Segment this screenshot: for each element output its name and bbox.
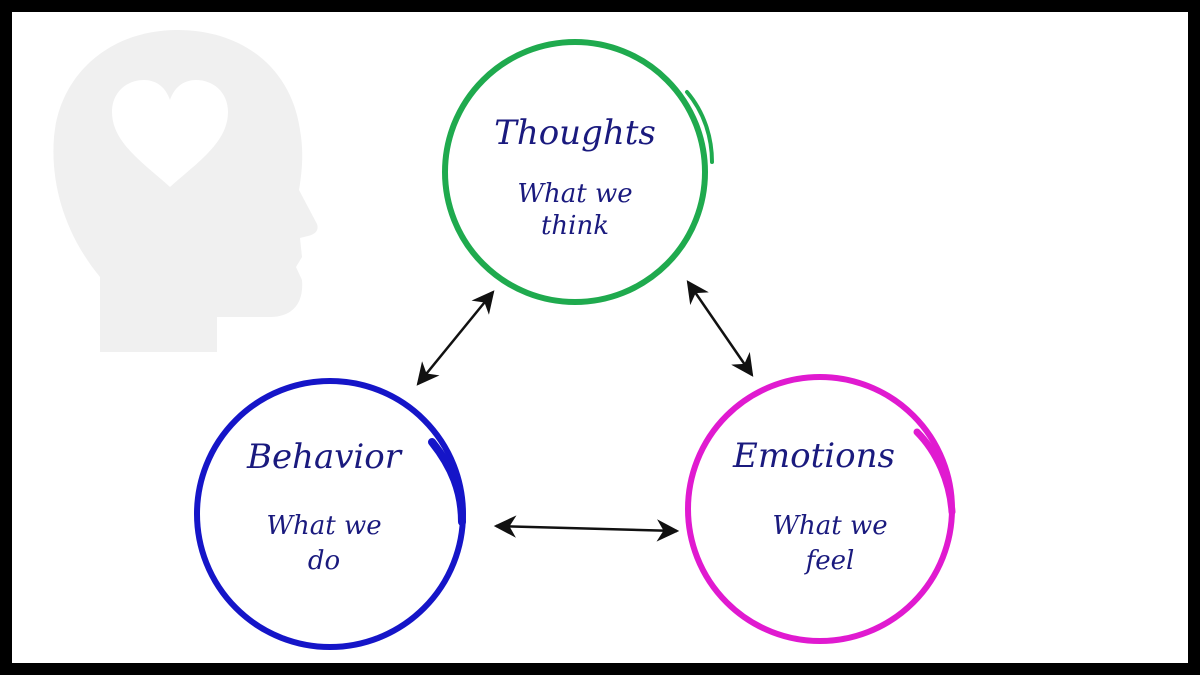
diagram-svg: Thoughts What we think Behavior What we … — [53, 30, 956, 650]
behavior-subtitle-line-1: What we — [266, 511, 381, 541]
heart-shape — [112, 80, 228, 187]
thoughts-title: Thoughts — [494, 113, 656, 153]
thoughts-circle-stroke-tail — [685, 90, 714, 164]
thoughts-subtitle-line-2: think — [541, 211, 609, 241]
arrow-behavior-emotions — [493, 515, 680, 542]
emotions-circle-stroke-tail — [913, 428, 956, 516]
arrow-thoughts-behavior — [416, 290, 495, 386]
arrow-thoughts-emotions — [686, 280, 754, 377]
emotions-title: Emotions — [732, 436, 895, 476]
behavior-node: Behavior What we do — [194, 378, 466, 650]
emotions-subtitle-line-2: feel — [804, 546, 855, 576]
emotions-circle — [685, 374, 955, 644]
thoughts-circle — [442, 39, 708, 305]
behavior-subtitle-line-2: do — [308, 546, 340, 576]
thoughts-subtitle-line-1: What we — [517, 179, 632, 209]
diagram-canvas: Thoughts What we think Behavior What we … — [12, 12, 1188, 663]
head-with-heart-icon — [53, 30, 318, 352]
thoughts-node: Thoughts What we think — [442, 39, 714, 305]
head-silhouette — [53, 30, 318, 352]
emotions-node: Emotions What we feel — [685, 374, 956, 644]
behavior-title: Behavior — [246, 437, 403, 477]
behavior-circle-stroke-tail — [428, 438, 466, 526]
emotions-subtitle-line-1: What we — [772, 511, 887, 541]
